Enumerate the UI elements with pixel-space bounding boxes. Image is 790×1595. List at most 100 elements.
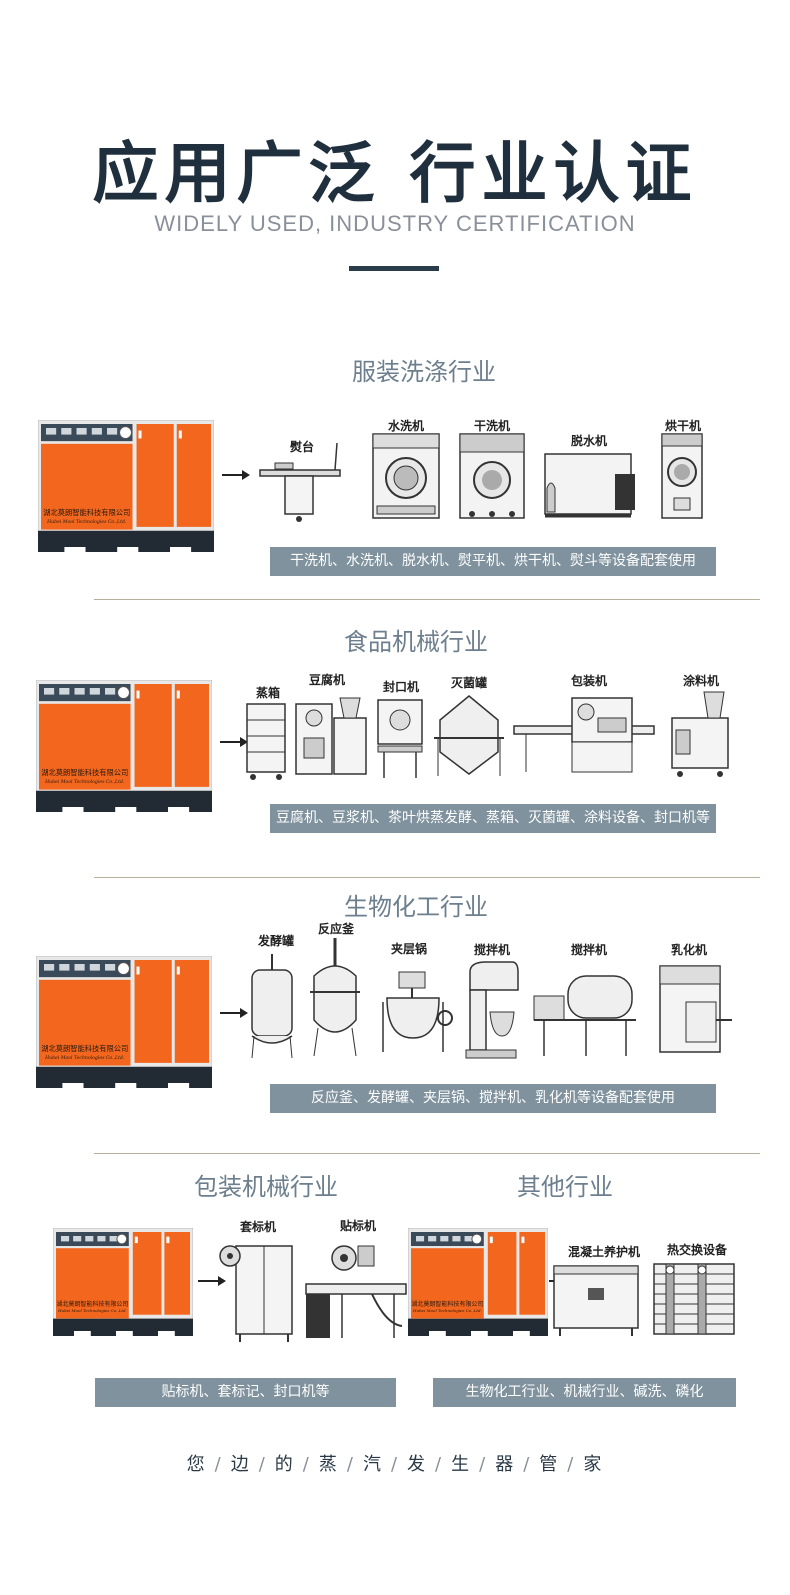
- industry-banner: 豆腐机、豆浆机、茶叶烘蒸发酵、蒸箱、灭菌罐、涂料设备、封口机等: [270, 804, 716, 833]
- steam-generator-image: 湖北莫朗智能科技有限公司 Hubei Mool Technologies Co.,…: [35, 679, 213, 812]
- mixer-image: [465, 961, 519, 1059]
- footer-char: 管: [539, 1454, 560, 1475]
- concrete-curing-machine-image: [553, 1265, 639, 1336]
- footer-separator: /: [567, 1454, 576, 1475]
- machine-label: 乳化机: [670, 943, 707, 957]
- footer-separator: /: [258, 1454, 267, 1475]
- tofu-machine-image: [295, 697, 367, 775]
- emulsifier-image: [659, 965, 732, 1053]
- arrow-icon: [222, 466, 250, 485]
- machine-label: 反应釜: [317, 922, 354, 936]
- machine-label: 套标机: [239, 1220, 276, 1234]
- machine-label: 发酵罐: [257, 934, 294, 948]
- footer-char: 家: [583, 1454, 604, 1475]
- footer-char: 的: [274, 1454, 295, 1475]
- dehydrator-image: [544, 453, 635, 518]
- industry-banner: 生物化工行业、机械行业、碱洗、磷化: [433, 1378, 736, 1407]
- machine-label: 干洗机: [473, 419, 510, 433]
- company-name-en: Hubei Mool Technologies Co.,Ltd.: [44, 1055, 125, 1061]
- steam-generator-image: 湖北莫朗智能科技有限公司 Hubei Mool Technologies Co.,…: [35, 955, 213, 1088]
- steam-generator-image: 湖北莫朗智能科技有限公司 Hubei Mool Technologies Co.,…: [37, 419, 215, 552]
- section-divider: [94, 599, 760, 600]
- fermentation-tank-image: [251, 954, 293, 1059]
- steam-generator-drawing: 湖北莫朗智能科技有限公司 Hubei Mool Technologies Co.,…: [35, 955, 213, 1088]
- machine-label: 搅拌机: [473, 943, 510, 957]
- machine-label: 灭菌罐: [450, 676, 487, 690]
- sealing-machine-image: [377, 699, 423, 778]
- page-title: 应用广泛 行业认证: [92, 135, 698, 212]
- machine-label: 混凝土养护机: [567, 1245, 640, 1259]
- title-underline: [349, 266, 439, 271]
- ironing-table-image: [259, 442, 341, 522]
- footer-separator: /: [214, 1454, 223, 1475]
- machine-label: 蒸箱: [255, 686, 280, 700]
- machine-label: 脱水机: [570, 434, 607, 448]
- machine-label: 烘干机: [664, 419, 701, 433]
- machine-label: 热交换设备: [666, 1243, 727, 1257]
- company-name-cn: 湖北莫朗智能科技有限公司: [411, 1300, 483, 1308]
- footer-char: 发: [407, 1454, 428, 1475]
- footer-separator: /: [390, 1454, 400, 1475]
- steam-generator-drawing: 湖北莫朗智能科技有限公司 Hubei Mool Technologies Co.,…: [35, 679, 213, 812]
- machine-label: 包装机: [570, 674, 607, 688]
- steam-box-image: [246, 703, 286, 780]
- section-title-packaging: 包装机械行业: [194, 1173, 338, 1201]
- sterilization-tank-image: [434, 695, 504, 776]
- footer-separator: /: [302, 1454, 311, 1475]
- footer-separator: /: [346, 1454, 355, 1475]
- machine-label: 封口机: [382, 680, 419, 694]
- packaging-machine-image: [513, 697, 655, 773]
- section-divider: [94, 877, 760, 878]
- footer-separator: /: [479, 1454, 488, 1475]
- machine-label: 贴标机: [339, 1219, 376, 1233]
- company-name-en: Hubei Mool Technologies Co.,Ltd.: [57, 1308, 127, 1313]
- footer-char: 您: [186, 1454, 207, 1475]
- coating-machine-image: [671, 691, 729, 777]
- heat-exchanger-image: [653, 1263, 735, 1335]
- footer-slogan: 您 / 边 / 的 / 蒸 / 汽 / 发 / 生 / 器 / 管 / 家: [0, 1450, 790, 1476]
- jacketed-kettle-image: [382, 971, 453, 1052]
- footer-char: 边: [230, 1454, 251, 1475]
- arrow-icon: [220, 1004, 248, 1023]
- industry-banner: 贴标机、套标记、封口机等: [95, 1378, 396, 1407]
- section-title-laundry: 服装洗涤行业: [352, 358, 496, 386]
- machine-label: 夹层锅: [390, 942, 427, 956]
- dryer-image: [661, 433, 703, 519]
- steam-generator-drawing: 湖北莫朗智能科技有限公司 Hubei Mool Technologies Co.,…: [37, 419, 215, 552]
- section-title-other: 其他行业: [517, 1173, 613, 1201]
- company-name-cn: 湖北莫朗智能科技有限公司: [43, 508, 130, 517]
- footer-char: 汽: [362, 1454, 383, 1475]
- arrow-icon: [198, 1272, 226, 1291]
- footer-separator: /: [435, 1454, 444, 1475]
- dry-cleaning-machine-image: [459, 433, 525, 519]
- mixer-drum-image: [533, 975, 636, 1056]
- machine-label: 豆腐机: [308, 673, 345, 687]
- industry-banner: 干洗机、水洗机、脱水机、熨平机、烘干机、熨斗等设备配套使用: [270, 547, 716, 576]
- sleeve-labeling-machine-image: [219, 1245, 293, 1342]
- footer-char: 生: [451, 1454, 472, 1475]
- company-name-cn: 湖北莫朗智能科技有限公司: [41, 768, 128, 777]
- company-name-cn: 湖北莫朗智能科技有限公司: [41, 1044, 128, 1053]
- reactor-image: [310, 938, 360, 1057]
- arrow-icon: [220, 733, 248, 752]
- company-name-cn: 湖北莫朗智能科技有限公司: [56, 1300, 128, 1308]
- labeling-machine-image: [305, 1245, 407, 1338]
- machine-label: 熨台: [289, 440, 314, 454]
- footer-char: 蒸: [318, 1454, 339, 1475]
- section-title-food: 食品机械行业: [344, 628, 488, 656]
- machine-label: 涂料机: [682, 674, 719, 688]
- machine-label: 水洗机: [387, 419, 424, 433]
- machine-label: 搅拌机: [570, 943, 607, 957]
- page-subtitle: WIDELY USED, INDUSTRY CERTIFICATION: [154, 211, 636, 236]
- washing-machine-image: [372, 433, 440, 519]
- company-name-en: Hubei Mool Technologies Co.,Ltd.: [44, 779, 125, 785]
- company-name-en: Hubei Mool Technologies Co.,Ltd.: [46, 519, 127, 525]
- section-divider: [94, 1153, 760, 1154]
- footer-char: 器: [495, 1454, 516, 1475]
- company-name-en: Hubei Mool Technologies Co.,Ltd.: [412, 1308, 482, 1313]
- footer-separator: /: [523, 1454, 532, 1475]
